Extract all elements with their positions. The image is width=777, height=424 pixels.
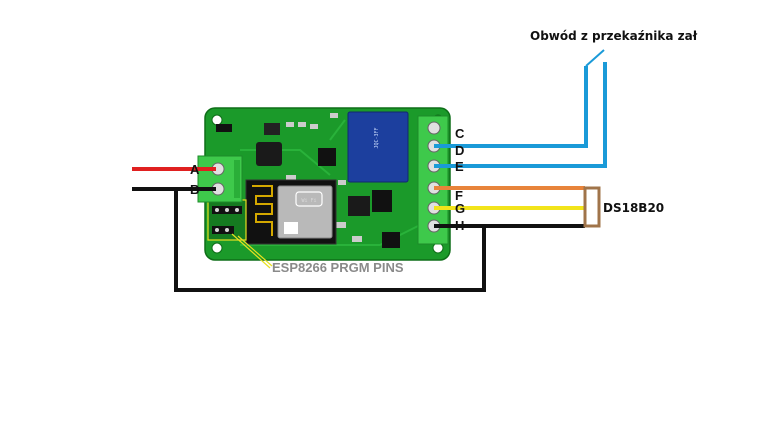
pgm-pins-label: ESP8266 PRGM PINS [272, 260, 404, 275]
terminal-label-a: A [190, 162, 200, 177]
wire-blue-d [434, 66, 588, 148]
terminal-label-e: E [455, 159, 464, 174]
pgm-pointer-line [237, 235, 273, 267]
terminal-label-h: H [455, 218, 464, 233]
switch-contact [585, 49, 605, 67]
terminal-label-b: B [190, 182, 199, 197]
left-terminal-block [197, 155, 243, 203]
ds18b20-sensor [583, 186, 601, 228]
inductor [256, 142, 282, 166]
terminal-label-c: C [455, 126, 465, 141]
circuit-label: Obwód z przekaźnika zał [530, 29, 698, 43]
wire-blue-e [434, 62, 607, 168]
terminal-label-d: D [455, 143, 464, 158]
programming-header [207, 199, 247, 241]
relay-label: JQC-3FF [374, 127, 380, 148]
esp8266-module: Wi Fi [245, 179, 337, 245]
pgm-pointer-line [231, 233, 271, 269]
right-terminal-block [417, 115, 449, 245]
wifi-logo-text: Wi Fi [301, 198, 316, 204]
smd-components [216, 113, 400, 248]
terminal-label-f: F [455, 188, 463, 203]
sensor-label: DS18B20 [603, 201, 664, 215]
terminal-label-g: G [455, 201, 465, 216]
relay: JQC-3FF [347, 111, 409, 183]
